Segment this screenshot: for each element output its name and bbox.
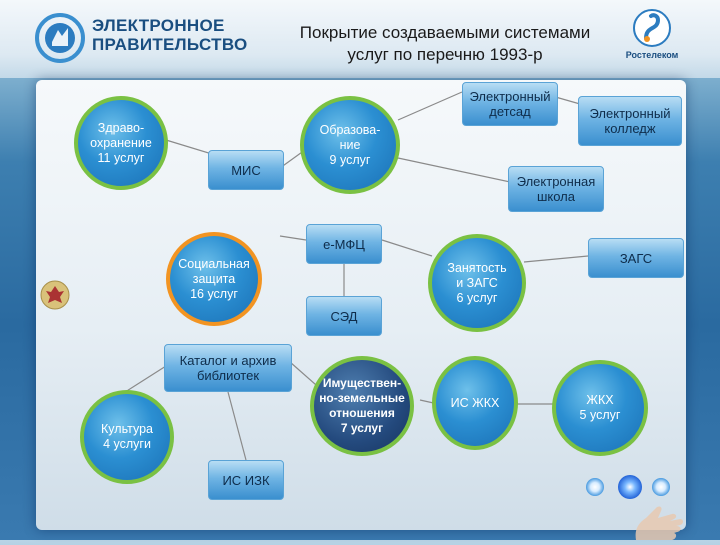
logo-line-2: ПРАВИТЕЛЬСТВО: [92, 35, 248, 54]
nav-dot-1[interactable]: [586, 478, 604, 496]
egov-logo-icon: [34, 12, 86, 64]
coat-of-arms-icon: [40, 280, 70, 310]
partner-label: Ростелеком: [625, 50, 679, 60]
line-catalog-culture: [121, 365, 167, 395]
logo-line-1: ЭЛЕКТРОННОЕ: [92, 16, 225, 35]
line-social-emfc: [279, 235, 307, 241]
node-zhkh[interactable]: ЖКХ 5 услуг: [552, 360, 648, 456]
nav-dot-2-active[interactable]: [618, 475, 642, 499]
node-health[interactable]: Здраво- охранение 11 услуг: [74, 96, 168, 190]
title-line-1: Покрытие создаваемыми системами: [299, 23, 591, 42]
pointing-hand-icon: [626, 488, 706, 540]
line-employment-zags: [523, 255, 589, 263]
node-social[interactable]: Социальная защита 16 услуг: [166, 232, 262, 326]
node-college[interactable]: Электронный колледж: [578, 96, 682, 146]
node-property[interactable]: Имуществен- но-земельные отношения 7 усл…: [310, 356, 414, 456]
node-is-izk[interactable]: ИС ИЗК: [208, 460, 284, 500]
node-employment[interactable]: Занятость и ЗАГС 6 услуг: [428, 234, 526, 332]
navigation-dots: [584, 474, 704, 504]
node-emfc[interactable]: е-МФЦ: [306, 224, 382, 264]
line-education-school: [397, 157, 511, 183]
nav-dot-3[interactable]: [652, 478, 670, 496]
node-mis[interactable]: МИС: [208, 150, 284, 190]
egov-logo-text: ЭЛЕКТРОННОЕ ПРАВИТЕЛЬСТВО: [92, 16, 248, 54]
header-bar: ЭЛЕКТРОННОЕ ПРАВИТЕЛЬСТВО Покрытие созда…: [0, 0, 720, 78]
title-line-2: услуг по перечню 1993-р: [347, 45, 543, 64]
rostelecom-logo-icon: Ростелеком: [612, 8, 692, 68]
node-education[interactable]: Образова- ние 9 услуг: [300, 96, 400, 194]
line-catalog-izk: [227, 391, 247, 461]
line-education-kindergarten: [397, 91, 463, 121]
node-culture[interactable]: Культура 4 услуги: [80, 390, 174, 484]
node-kindergarten[interactable]: Электронный детсад: [462, 82, 558, 126]
node-sed[interactable]: СЭД: [306, 296, 382, 336]
node-school[interactable]: Электронная школа: [508, 166, 604, 212]
node-is-zhkh[interactable]: ИС ЖКХ: [432, 356, 518, 450]
node-zags[interactable]: ЗАГС: [588, 238, 684, 278]
line-emfc-employment: [381, 239, 433, 257]
node-catalog[interactable]: Каталог и архив библиотек: [164, 344, 292, 392]
page-title: Покрытие создаваемыми системами услуг по…: [250, 22, 640, 66]
